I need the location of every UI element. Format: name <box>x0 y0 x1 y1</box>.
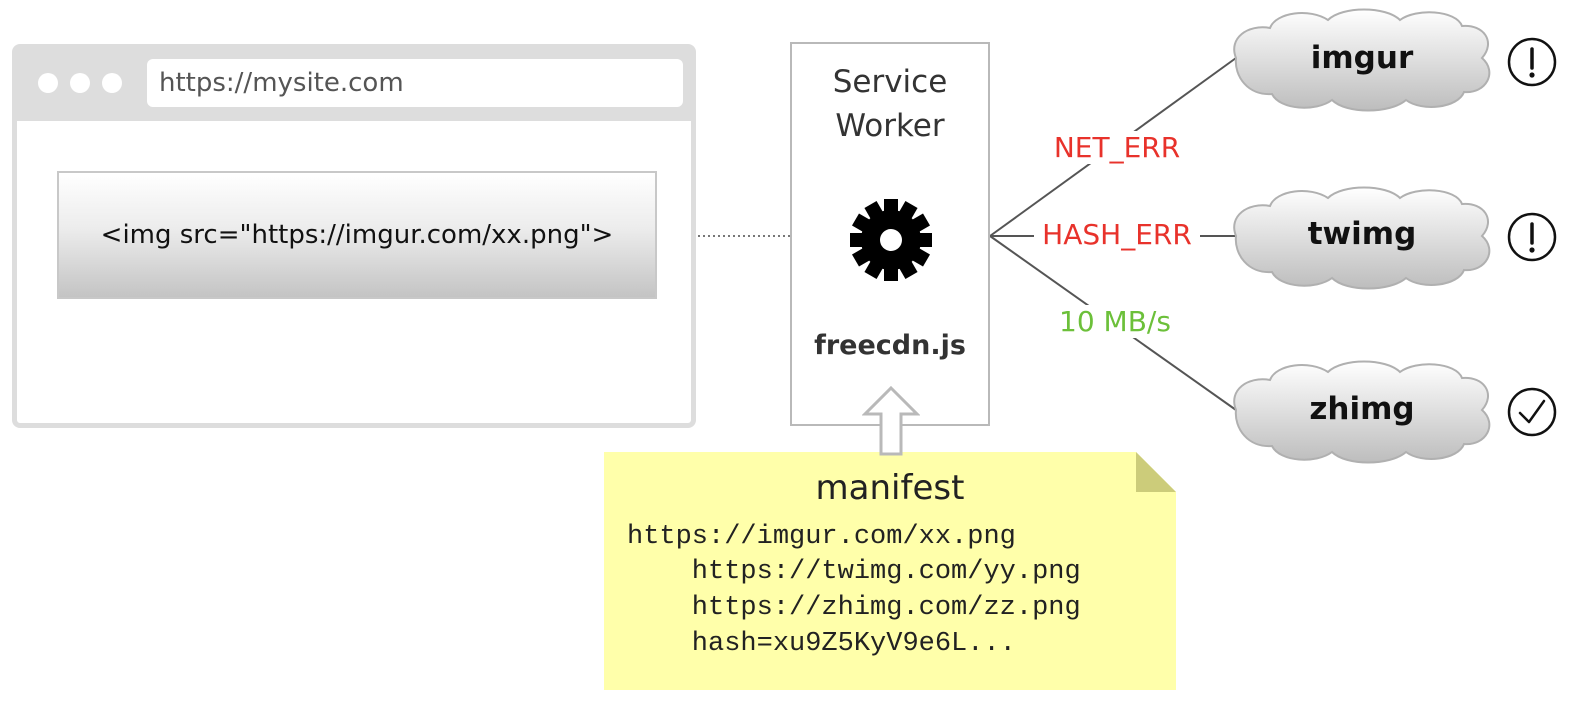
manifest-line: https://twimg.com/yy.png <box>627 557 1081 587</box>
imgur-cloud-label: imgur <box>1310 40 1414 76</box>
manifest-title: manifest <box>815 468 965 508</box>
twimg-status-label: HASH_ERR <box>1034 218 1200 251</box>
imgur-status-label: NET_ERR <box>1040 131 1194 164</box>
browser-window: https://mysite.com <img src="https://img… <box>12 44 696 428</box>
manifest-note <box>604 452 1176 690</box>
browser-toolbar: https://mysite.com <box>17 49 691 121</box>
service-worker-box: Service Worker freecdn.js <box>790 42 990 426</box>
zhimg-cloud-label: zhimg <box>1309 391 1415 427</box>
service-worker-title: Service Worker <box>832 64 948 144</box>
exclamation-icon <box>1507 212 1557 262</box>
checkmark-icon <box>1507 387 1557 437</box>
manifest-line: https://imgur.com/xx.png <box>627 522 1016 552</box>
up-arrow-icon <box>862 386 920 456</box>
service-worker-script-label: freecdn.js <box>814 330 966 361</box>
gear-icon <box>850 199 932 281</box>
window-dot-icon[interactable] <box>70 73 90 93</box>
img-element-box: <img src="https://imgur.com/xx.png"> <box>57 171 657 299</box>
window-dot-icon[interactable] <box>38 73 58 93</box>
manifest-line: https://zhimg.com/zz.png <box>627 593 1081 623</box>
exclamation-icon <box>1507 37 1557 87</box>
manifest-line: hash=xu9Z5KyV9e6L... <box>627 629 1016 659</box>
address-bar[interactable]: https://mysite.com <box>147 59 683 107</box>
zhimg-status-label: 10 MB/s <box>1052 305 1178 338</box>
window-dot-icon[interactable] <box>102 73 122 93</box>
twimg-cloud-label: twimg <box>1307 216 1417 252</box>
